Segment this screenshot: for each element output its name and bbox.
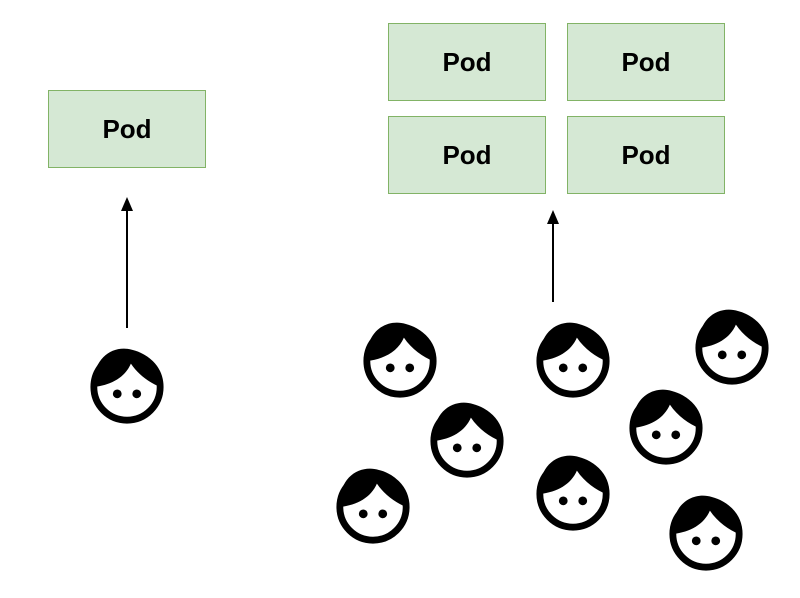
user-face-icon: [94, 349, 160, 421]
user-face-icon: [434, 403, 500, 475]
user-face-icon: [633, 390, 699, 462]
user-face-icon: [540, 456, 606, 528]
user-face-icon: [699, 310, 765, 382]
user-face-icon: [367, 323, 433, 395]
user-face-icon: [540, 323, 606, 395]
pod-right-3: Pod: [388, 116, 546, 194]
user-face-icon: [673, 496, 739, 568]
arrow-left: [121, 197, 133, 328]
pod-left: Pod: [48, 90, 206, 168]
user-face-icon: [340, 469, 406, 541]
pod-right-2: Pod: [567, 23, 725, 101]
arrow-right: [547, 210, 559, 302]
pod-right-1: Pod: [388, 23, 546, 101]
pod-right-4: Pod: [567, 116, 725, 194]
